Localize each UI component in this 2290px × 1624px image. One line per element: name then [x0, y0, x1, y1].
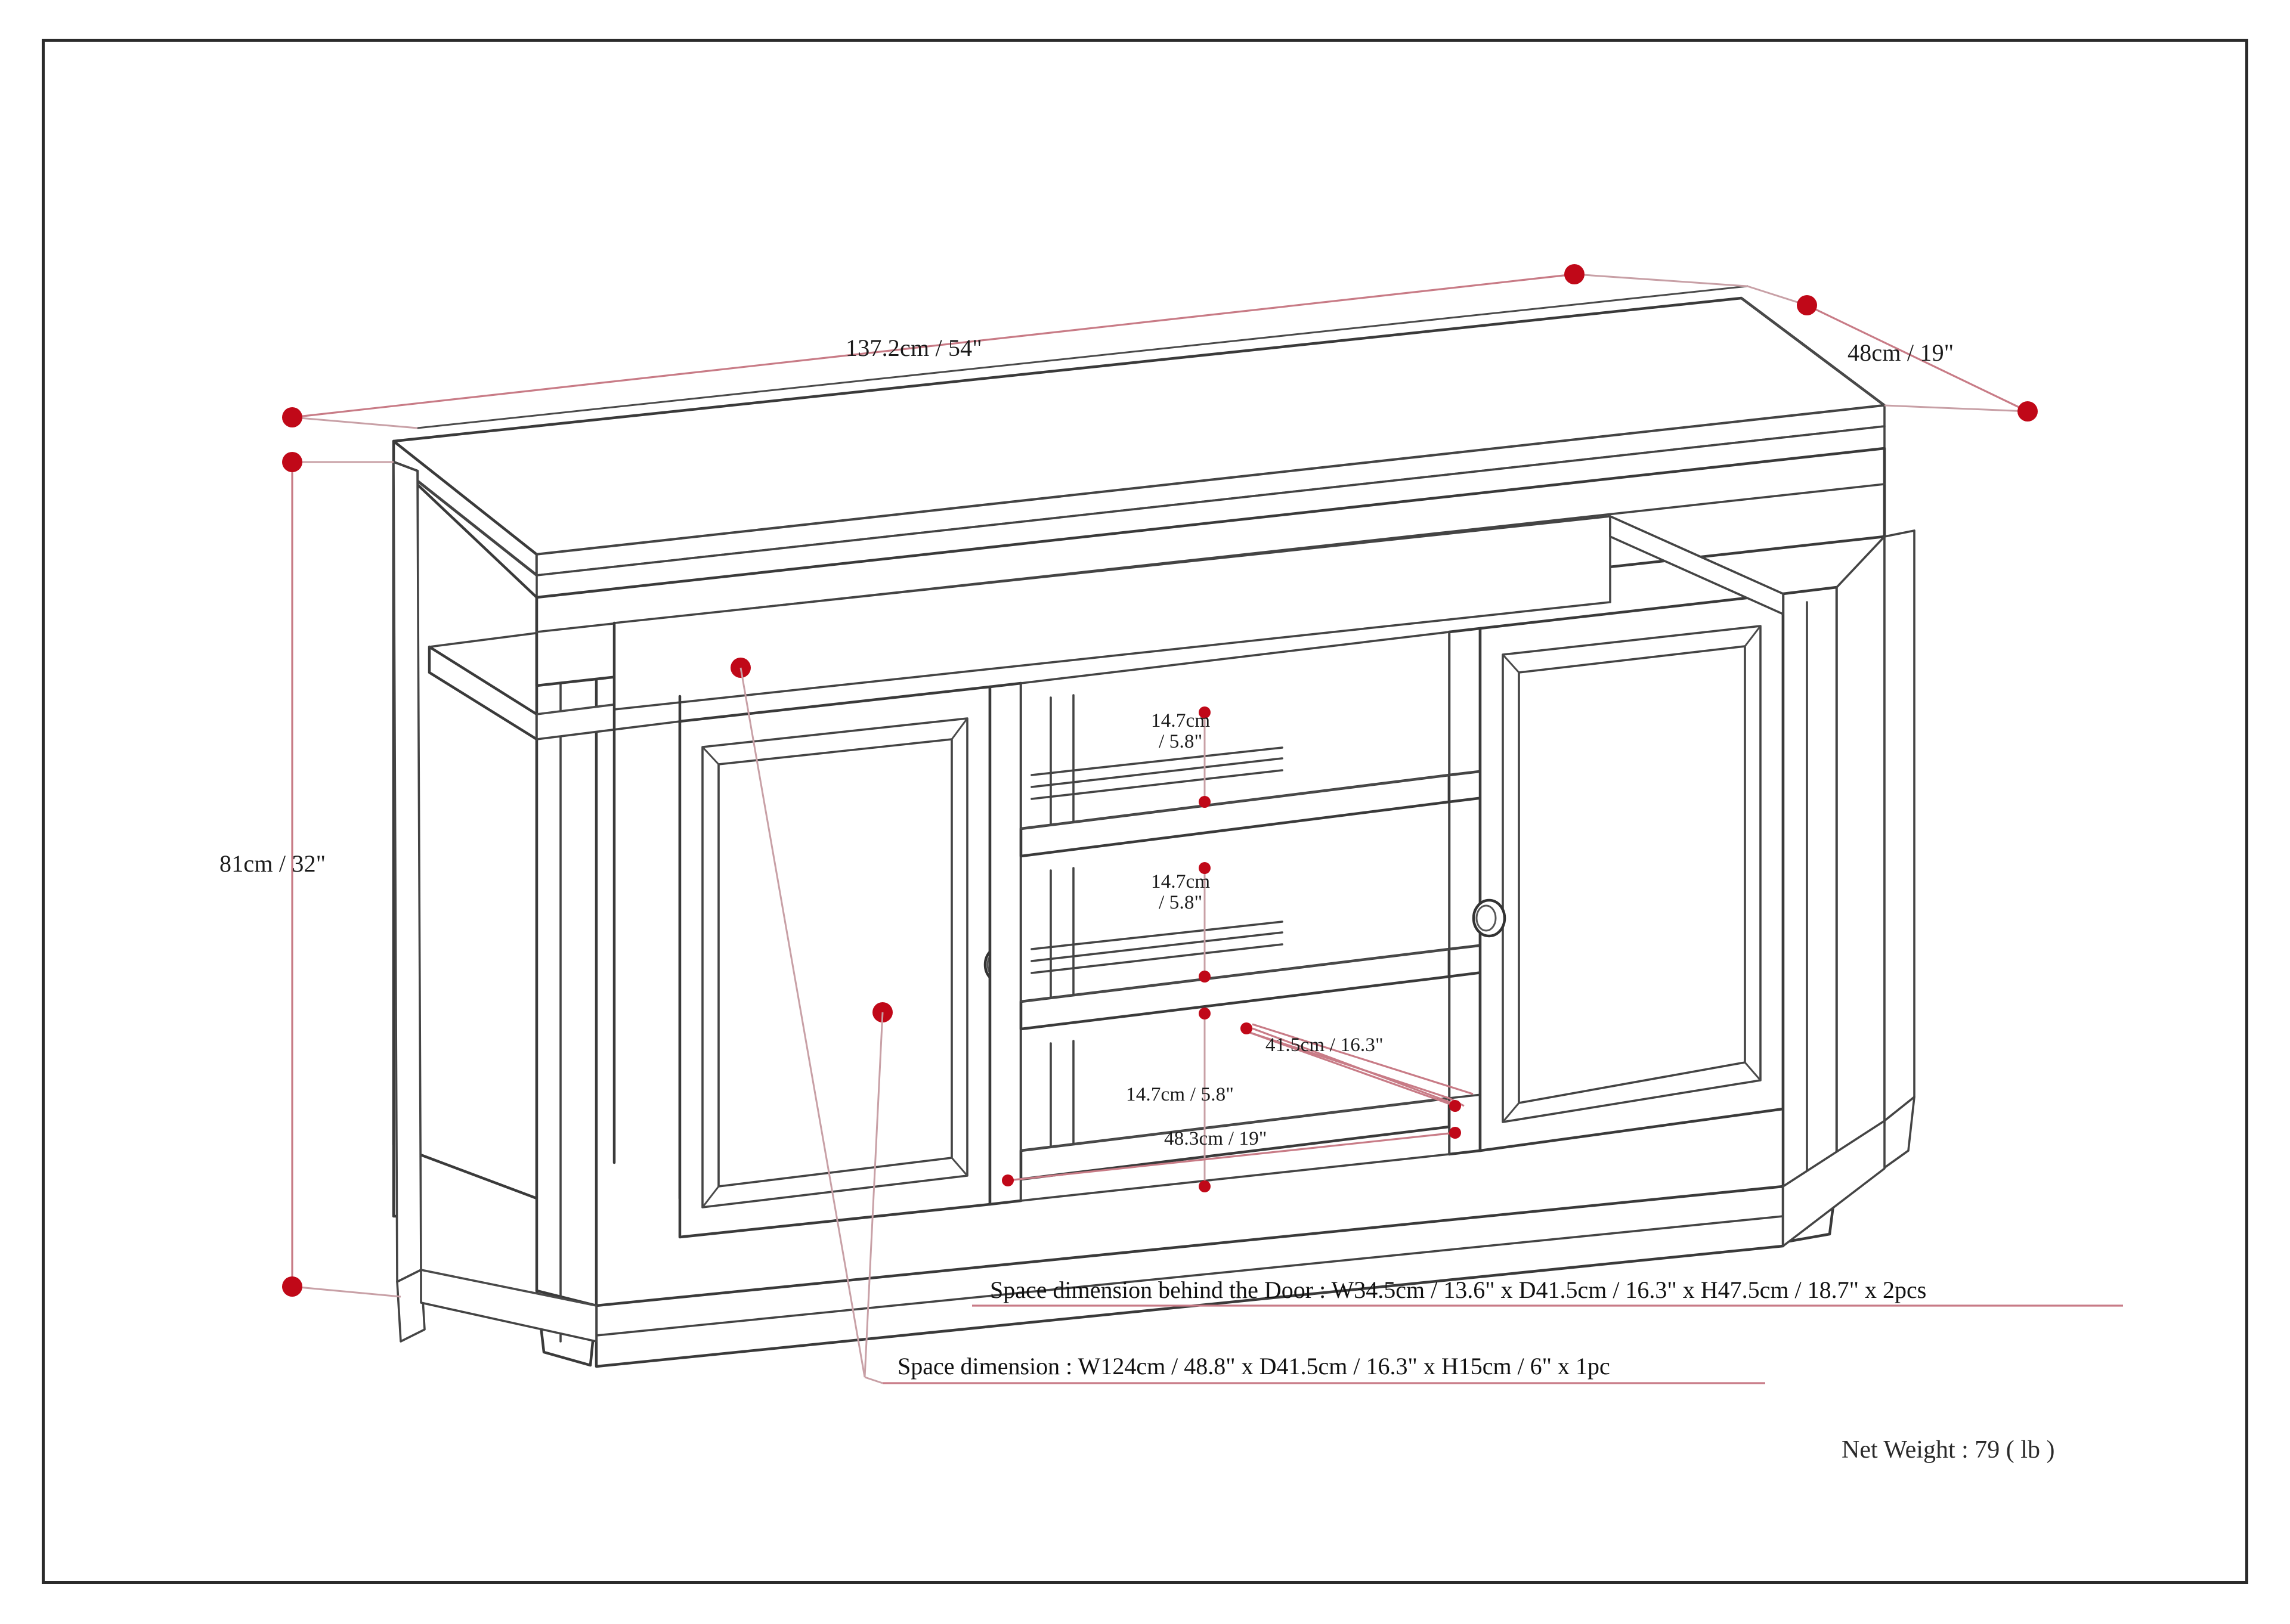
dimension-width: [282, 264, 1748, 429]
shelf-gap-upper-label-line2: / 5.8": [1158, 730, 1203, 752]
shelf-gap-upper-label-line1: 14.7cm: [1151, 710, 1211, 732]
right-side-structure: [1609, 515, 1915, 1243]
dimension-shelf-gap-upper: [1199, 706, 1211, 808]
depth-dimension-label: 48cm / 19": [1848, 339, 1954, 366]
base-rail: [420, 1120, 1886, 1368]
dimension-height: [282, 452, 401, 1298]
right-cabinet-door: [1472, 592, 1785, 1152]
dimension-shelf-gap-middle: [1199, 862, 1211, 983]
note-behind-door: Space dimension behind the Door : W34.5c…: [990, 1276, 1927, 1303]
net-weight-label: Net Weight : 79 ( lb ): [1842, 1436, 2055, 1464]
shelf-gap-lower-label: 14.7cm / 5.8": [1126, 1084, 1234, 1105]
leader-left-door: [864, 1002, 893, 1384]
width-dimension-label: 137.2cm / 54": [846, 334, 982, 361]
leader-open-shelf: [731, 658, 866, 1378]
shelf-gap-middle-label-line2: / 5.8": [1158, 891, 1203, 913]
note-open-space: Space dimension : W124cm / 48.8" x D41.5…: [898, 1353, 1610, 1380]
cabinet-top-slab: [392, 285, 1886, 599]
right-door-knob: [1472, 898, 1506, 938]
dimension-shelf-gap-lower: [1199, 1008, 1211, 1192]
height-dimension-label: 81cm / 32": [219, 850, 326, 877]
interior-depth-label: 41.5cm / 16.3": [1265, 1034, 1384, 1056]
dimension-interior-width: [1002, 1127, 1461, 1186]
dimension-depth: [1747, 285, 2038, 422]
interior-width-label: 48.3cm / 19": [1164, 1128, 1267, 1149]
note-rules: [883, 1304, 2123, 1384]
shelf-gap-middle-label-line1: 14.7cm: [1151, 871, 1211, 892]
left-cabinet-door: [678, 685, 1018, 1239]
dimension-interior-depth: [1240, 1022, 1474, 1112]
